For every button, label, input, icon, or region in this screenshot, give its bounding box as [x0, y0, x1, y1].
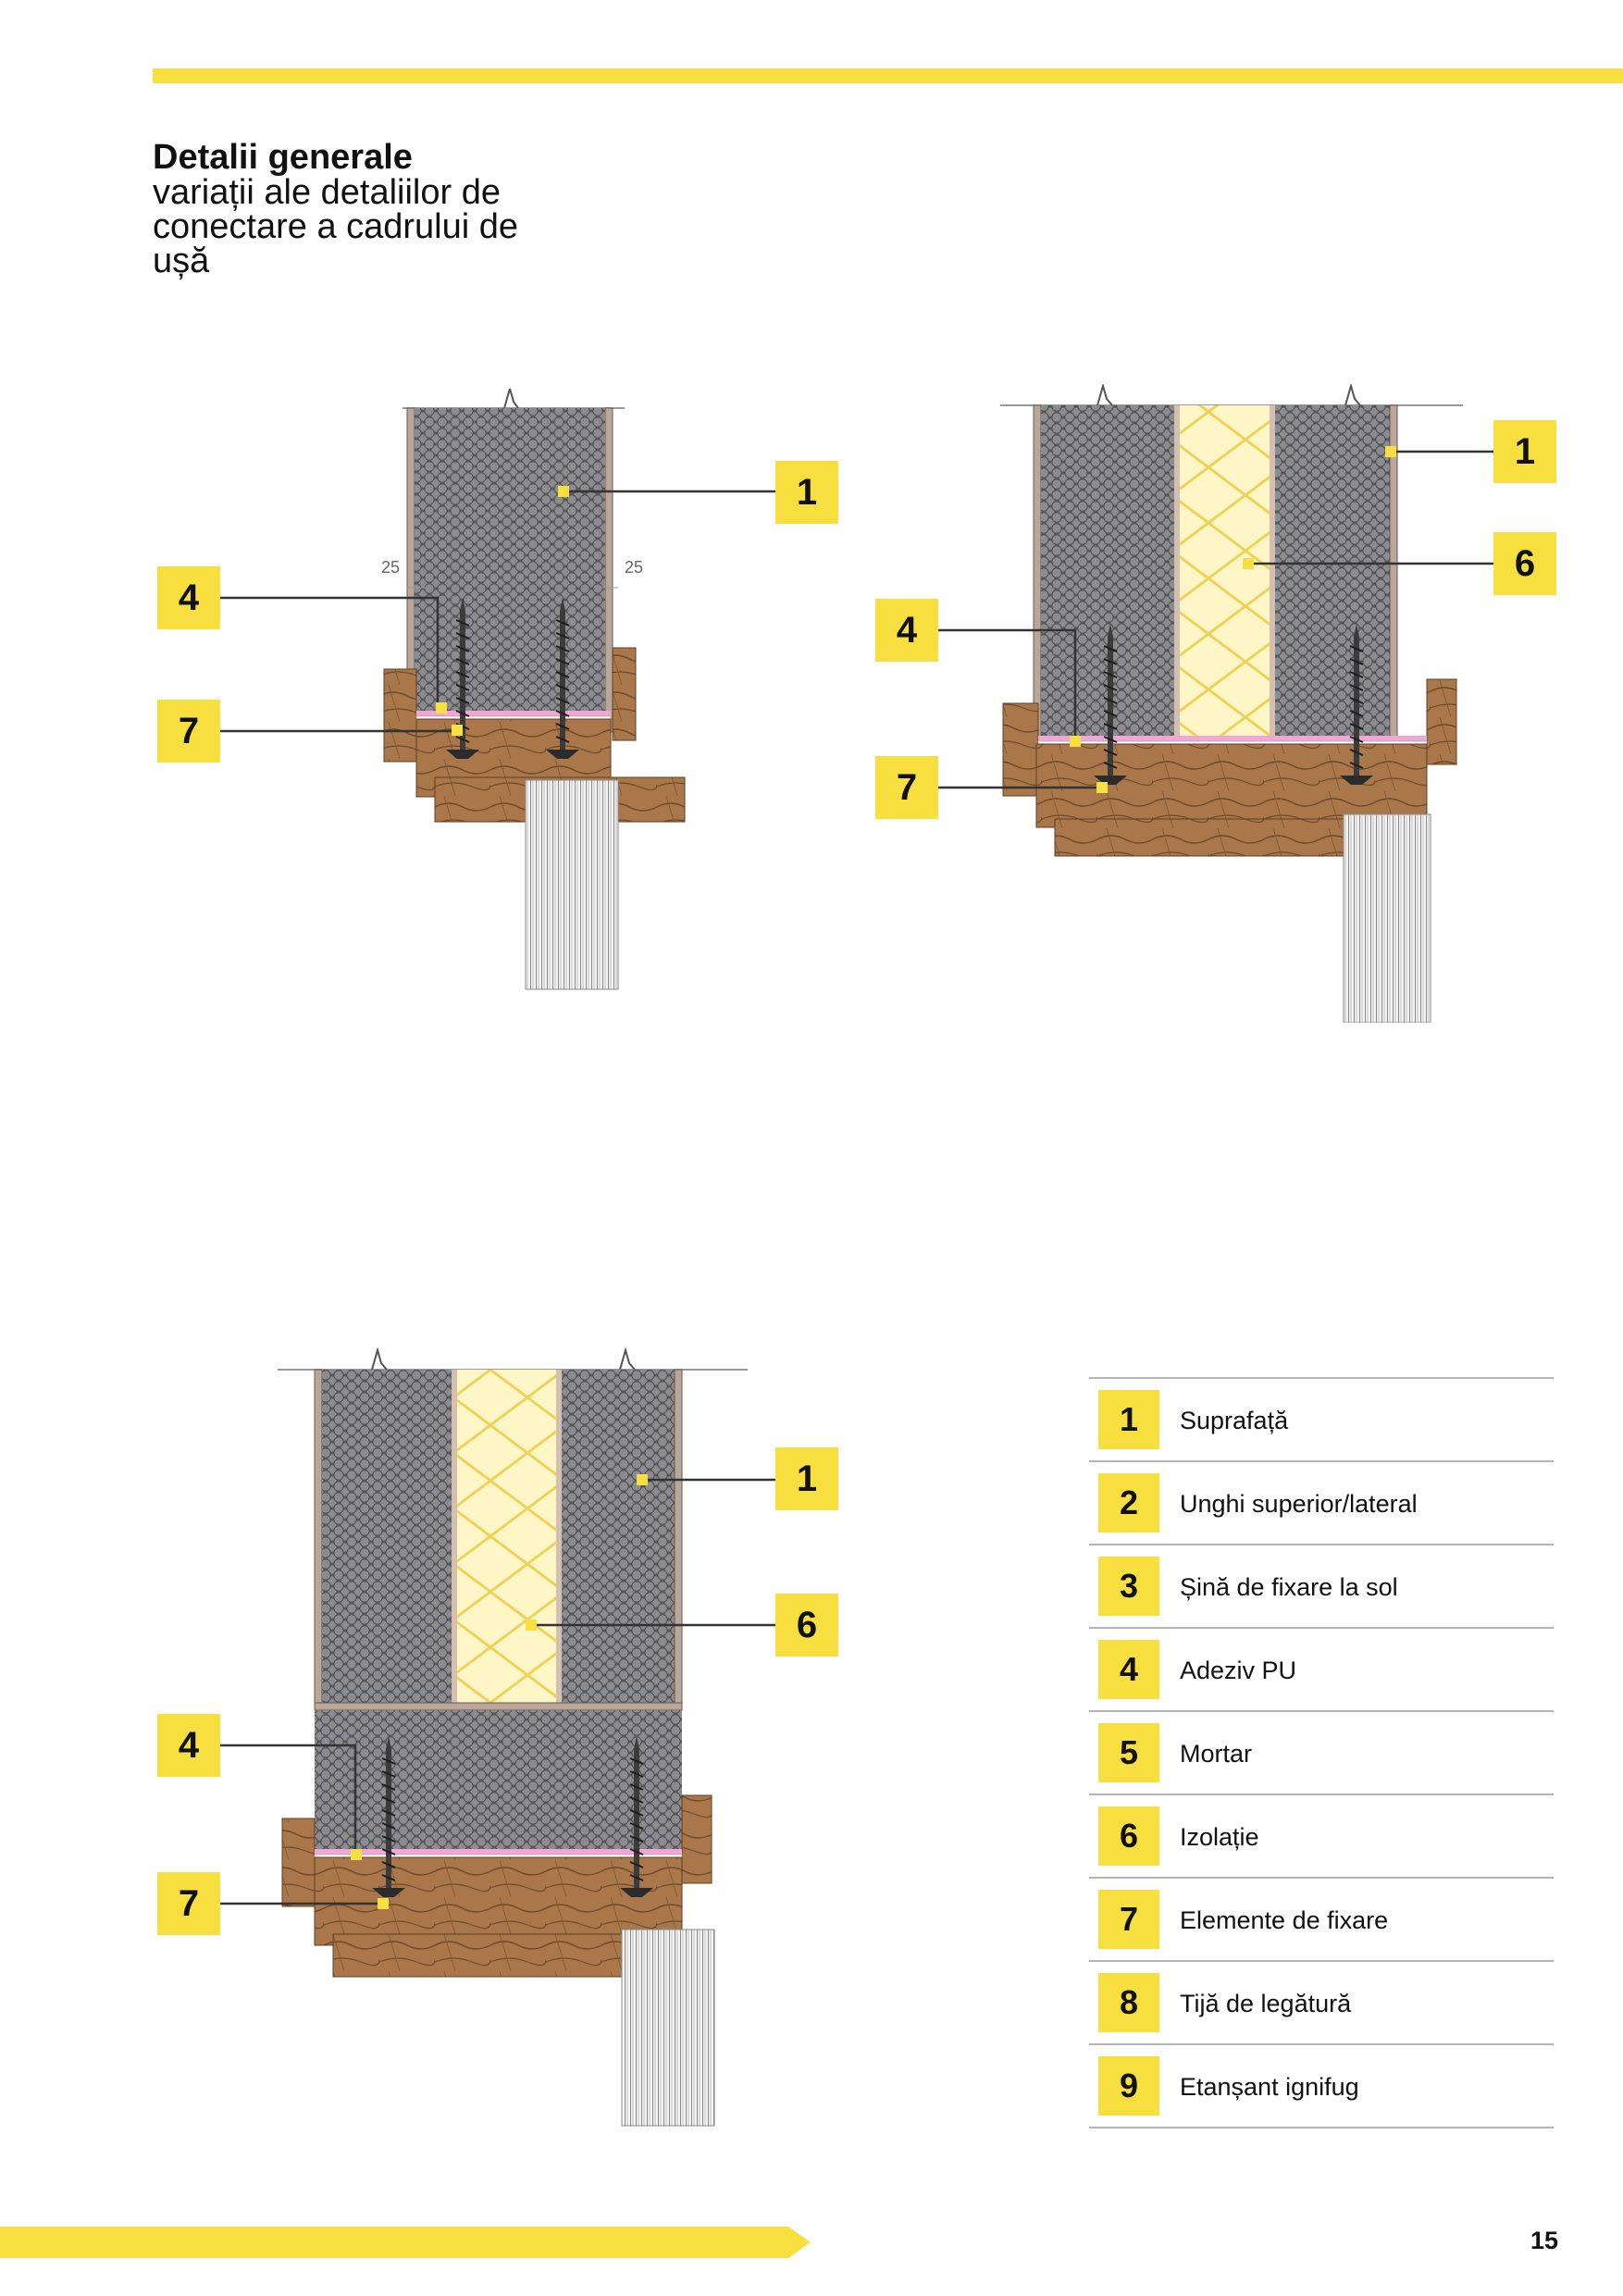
legend-row: 7 Elemente de fixare — [1089, 1877, 1554, 1960]
legend-table: 1 Suprafață 2 Unghi superior/lateral 3 Ș… — [1089, 1377, 1554, 2128]
legend-row: 5 Mortar — [1089, 1710, 1554, 1793]
callout-6: 6 — [775, 1594, 838, 1657]
legend-row: 9 Etanșant ignifug — [1089, 2043, 1554, 2128]
legend-row: 4 Adeziv PU — [1089, 1627, 1554, 1710]
top-accent-bar — [153, 68, 1623, 83]
legend-number: 9 — [1098, 2056, 1159, 2116]
legend-row: 1 Suprafață — [1089, 1377, 1554, 1460]
legend-label: Suprafață — [1180, 1407, 1289, 1434]
legend-label: Etanșant ignifug — [1180, 2073, 1359, 2101]
legend-row: 3 Șină de fixare la sol — [1089, 1544, 1554, 1627]
legend-number: 5 — [1098, 1723, 1159, 1782]
legend-number: 6 — [1098, 1806, 1159, 1866]
legend-label: Adeziv PU — [1180, 1657, 1297, 1684]
legend-label: Izolație — [1180, 1823, 1259, 1851]
dimension-label-right: 25 — [625, 558, 643, 577]
callout-7: 7 — [157, 700, 220, 763]
page-title: Detalii generale variații ale detaliilor… — [153, 139, 671, 279]
legend-row: 2 Unghi superior/lateral — [1089, 1460, 1554, 1544]
legend-label: Elemente de fixare — [1180, 1906, 1389, 1934]
callout-4: 4 — [157, 1714, 220, 1777]
title-bold: Detalii generale — [153, 138, 413, 177]
detail-2-drawing — [938, 384, 1493, 1023]
callout-7: 7 — [157, 1872, 220, 1935]
legend-number: 2 — [1098, 1473, 1159, 1533]
legend-number: 3 — [1098, 1557, 1159, 1616]
callout-1: 1 — [1493, 420, 1556, 483]
detail-figure-3: 1 6 4 7 — [157, 1342, 861, 2128]
bottom-accent-arrow — [0, 2227, 811, 2258]
detail-figure-1: 25 25 1 4 7 — [157, 389, 861, 990]
title-line-2: conectare a cadrului de — [153, 207, 519, 246]
callout-4: 4 — [875, 599, 938, 662]
legend-number: 8 — [1098, 1973, 1159, 2032]
dimension-label-left: 25 — [381, 558, 400, 577]
callout-6: 6 — [1493, 532, 1556, 595]
page-number: 15 — [1530, 2227, 1558, 2254]
detail-1-drawing: 25 25 — [220, 389, 775, 990]
legend-label: Șină de fixare la sol — [1180, 1573, 1398, 1601]
legend-label: Mortar — [1180, 1740, 1253, 1768]
legend-number: 7 — [1098, 1890, 1159, 1949]
legend-number: 4 — [1098, 1640, 1159, 1699]
detail-figure-2: 1 6 4 7 — [875, 384, 1560, 1023]
legend-row: 6 Izolație — [1089, 1793, 1554, 1877]
title-line-3: ușă — [153, 242, 210, 280]
detail-3-drawing — [220, 1347, 775, 2127]
callout-4: 4 — [157, 566, 220, 629]
callout-1: 1 — [775, 461, 838, 524]
callout-7: 7 — [875, 756, 938, 819]
legend-number: 1 — [1098, 1390, 1159, 1449]
legend-label: Tijă de legătură — [1180, 1990, 1352, 2017]
title-line-1: variații ale detaliilor de — [153, 173, 501, 212]
legend-row: 8 Tijă de legătură — [1089, 1960, 1554, 2043]
legend-label: Unghi superior/lateral — [1180, 1490, 1418, 1518]
callout-1: 1 — [775, 1447, 838, 1510]
